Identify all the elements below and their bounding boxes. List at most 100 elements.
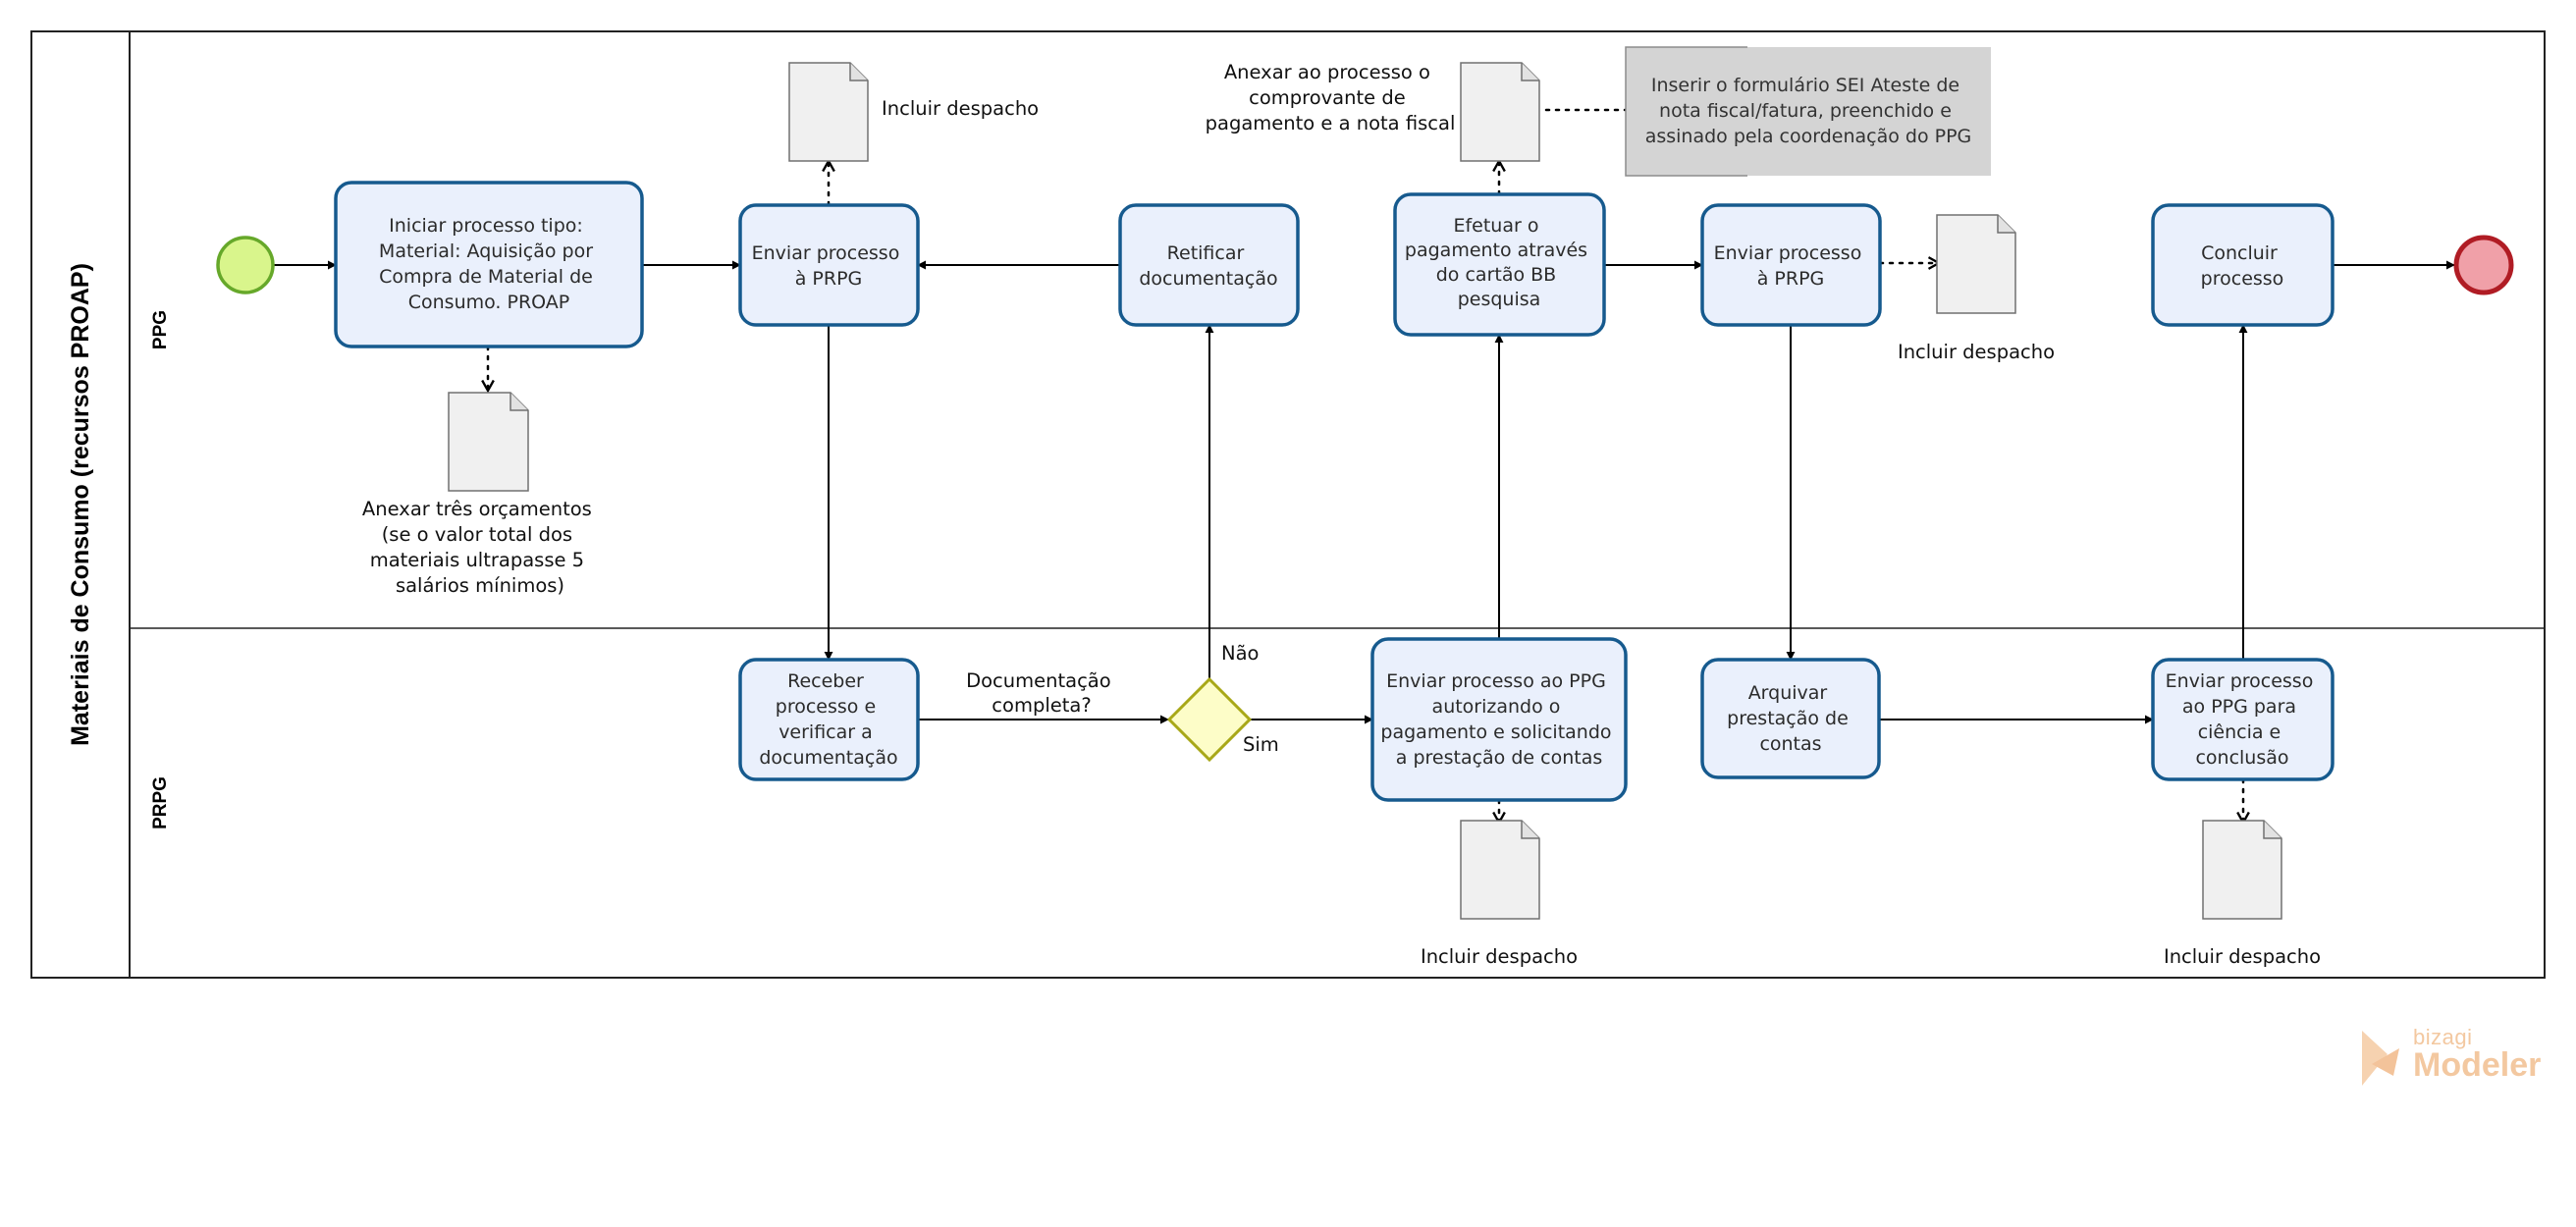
- task-retificar-label: Retificar documentação: [1139, 242, 1277, 290]
- task-arquivar[interactable]: Arquivar prestação de contas: [1700, 658, 1881, 779]
- annotation-line-3: assinado pela coordenação do PPG: [1645, 126, 1972, 147]
- doc-incluir-despacho-4[interactable]: Incluir despacho: [2164, 820, 2321, 968]
- doc-anexar-comprovante[interactable]: Anexar ao processo o comprovante de paga…: [1206, 61, 1540, 162]
- task-enviar-prpg-2[interactable]: Enviar processo à PRPG: [1700, 203, 1882, 327]
- task-receber[interactable]: Receber processo e verificar a documenta…: [738, 658, 920, 781]
- task-receber-line-2: processo e: [776, 696, 876, 718]
- task-enviar-ppg-autorizando-line-4: a prestação de contas: [1396, 747, 1602, 769]
- task-retificar-line-1: Retificar: [1167, 242, 1245, 264]
- task-enviar-ppg-ciencia-line-3: ciência e: [2198, 721, 2281, 743]
- task-receber-line-1: Receber: [787, 670, 864, 692]
- task-enviar-prpg-2-line-2: à PRPG: [1757, 268, 1825, 290]
- gateway-question-label: Documentação completa?: [966, 669, 1117, 717]
- doc-anexar-comprovante-line-2: comprovante de: [1249, 86, 1406, 109]
- task-efetuar-line-3: do cartão BB: [1436, 264, 1556, 286]
- task-iniciar-line-2: Material: Aquisição por: [379, 240, 593, 262]
- task-enviar-prpg-2-line-1: Enviar processo: [1714, 242, 1862, 264]
- task-concluir-box[interactable]: [2151, 203, 2334, 327]
- annotation-line-1: Inserir o formulário SEI Ateste de: [1651, 75, 1959, 96]
- doc-incluir-despacho-3[interactable]: Incluir despacho: [1421, 820, 1578, 968]
- text-annotation[interactable]: Inserir o formulário SEI Ateste de nota …: [1625, 46, 1991, 177]
- task-receber-line-4: documentação: [759, 747, 897, 769]
- task-efetuar-label: Efetuar o pagamento através do cartão BB…: [1405, 215, 1593, 310]
- task-arquivar-line-3: contas: [1759, 733, 1821, 755]
- task-retificar-line-2: documentação: [1139, 268, 1277, 290]
- bizagi-watermark: bizagi Modeler: [2354, 1021, 2550, 1099]
- task-enviar-ppg-ciencia-box[interactable]: [2151, 658, 2334, 781]
- start-event[interactable]: [216, 236, 275, 294]
- watermark-brand: bizagi: [2413, 1025, 2473, 1049]
- document-fold-icon: [1997, 215, 2015, 234]
- bizagi-logo-icon: [2362, 1031, 2399, 1086]
- doc-anexar-orcamentos-line-2: (se o valor total dos: [382, 523, 572, 546]
- document-icon[interactable]: [788, 62, 869, 162]
- doc-anexar-orcamentos[interactable]: Anexar três orçamentos (se o valor total…: [362, 392, 598, 597]
- task-iniciar-processo[interactable]: Iniciar processo tipo: Material: Aquisiç…: [334, 181, 644, 348]
- gateway-documentacao[interactable]: Documentação completa? Não Sim: [966, 642, 1279, 763]
- doc-incluir-despacho-2[interactable]: Incluir despacho: [1898, 214, 2055, 363]
- task-efetuar-pagamento[interactable]: Efetuar o pagamento através do cartão BB…: [1393, 192, 1606, 337]
- doc-anexar-orcamentos-line-3: materiais ultrapasse 5: [370, 549, 584, 571]
- task-efetuar-box[interactable]: [1393, 192, 1606, 337]
- doc-anexar-comprovante-label: Anexar ao processo o comprovante de paga…: [1206, 61, 1456, 134]
- doc-anexar-orcamentos-line-1: Anexar três orçamentos: [362, 498, 592, 520]
- task-efetuar-line-1: Efetuar o: [1453, 215, 1538, 237]
- task-enviar-ppg-ciencia-line-2: ao PPG para: [2182, 696, 2296, 718]
- annotation-bracket: [1625, 46, 1747, 177]
- task-arquivar-box[interactable]: [1700, 658, 1881, 779]
- watermark-product: Modeler: [2413, 1046, 2542, 1084]
- pool-title: Materiais de Consumo (recursos PROAP): [67, 263, 94, 746]
- end-event[interactable]: [2453, 235, 2514, 295]
- task-retificar[interactable]: Retificar documentação: [1118, 203, 1300, 327]
- task-enviar-prpg-2-box[interactable]: [1700, 203, 1882, 327]
- task-enviar-ppg-ciencia-line-4: conclusão: [2195, 747, 2288, 769]
- task-efetuar-line-2: pagamento através: [1405, 240, 1587, 261]
- document-icon[interactable]: [448, 392, 529, 492]
- task-concluir-line-2: processo: [2201, 268, 2284, 290]
- pool: Materiais de Consumo (recursos PROAP) PP…: [30, 30, 2546, 979]
- document-icon[interactable]: [1460, 62, 1540, 162]
- annotation-box[interactable]: [1626, 47, 1991, 176]
- task-enviar-ppg-autorizando-label: Enviar processo ao PPG autorizando o pag…: [1380, 670, 1617, 769]
- task-enviar-ppg-autorizando-line-3: pagamento e solicitando: [1380, 721, 1611, 743]
- doc-incluir-despacho-2-label: Incluir despacho: [1898, 341, 2055, 363]
- document-icon[interactable]: [1936, 214, 2016, 314]
- task-arquivar-label: Arquivar prestação de contas: [1727, 682, 1854, 755]
- doc-anexar-orcamentos-line-4: salários mínimos): [396, 574, 564, 597]
- task-efetuar-line-4: pesquisa: [1458, 289, 1541, 310]
- task-receber-line-3: verificar a: [778, 721, 873, 743]
- task-enviar-ppg-ciencia-line-1: Enviar processo: [2166, 670, 2314, 692]
- task-arquivar-line-2: prestação de: [1727, 708, 1849, 729]
- task-receber-box[interactable]: [738, 658, 920, 781]
- doc-incluir-despacho-1[interactable]: Incluir despacho: [788, 62, 1039, 162]
- task-enviar-ppg-autorizando-line-1: Enviar processo ao PPG: [1386, 670, 1606, 692]
- task-retificar-box[interactable]: [1118, 203, 1300, 327]
- task-enviar-ppg-autorizando-line-2: autorizando o: [1432, 696, 1561, 718]
- pool-border: [30, 30, 2546, 979]
- associations: [488, 108, 2243, 823]
- task-receber-label: Receber processo e verificar a documenta…: [759, 670, 897, 769]
- task-enviar-prpg-1[interactable]: Enviar processo à PRPG: [738, 203, 920, 327]
- task-iniciar-box[interactable]: [334, 181, 644, 348]
- gateway-diamond[interactable]: [1166, 676, 1253, 763]
- document-fold-icon: [849, 63, 868, 81]
- task-enviar-ppg-autorizando[interactable]: Enviar processo ao PPG autorizando o pag…: [1370, 637, 1628, 802]
- sequence-flows: [274, 260, 2455, 724]
- task-enviar-ppg-autorizando-box[interactable]: [1370, 637, 1628, 802]
- task-concluir-label: Concluir processo: [2201, 242, 2284, 290]
- annotation-label: Inserir o formulário SEI Ateste de nota …: [1645, 75, 1972, 147]
- task-iniciar-line-1: Iniciar processo tipo:: [389, 215, 583, 237]
- task-enviar-ppg-ciencia-label: Enviar processo ao PPG para ciência e co…: [2166, 670, 2320, 769]
- task-concluir-line-1: Concluir: [2201, 242, 2278, 264]
- gateway-yes-label: Sim: [1243, 733, 1279, 756]
- document-icon[interactable]: [2202, 820, 2282, 920]
- task-iniciar-label: Iniciar processo tipo: Material: Aquisiç…: [379, 215, 599, 313]
- task-enviar-ppg-ciencia[interactable]: Enviar processo ao PPG para ciência e co…: [2151, 658, 2334, 781]
- doc-incluir-despacho-1-label: Incluir despacho: [882, 97, 1039, 120]
- task-enviar-prpg-1-box[interactable]: [738, 203, 920, 327]
- task-enviar-prpg-1-line-2: à PRPG: [795, 268, 863, 290]
- document-icon[interactable]: [1460, 820, 1540, 920]
- task-concluir[interactable]: Concluir processo: [2151, 203, 2334, 327]
- gateway-question-line-1: Documentação: [966, 669, 1111, 692]
- document-fold-icon: [1521, 821, 1539, 839]
